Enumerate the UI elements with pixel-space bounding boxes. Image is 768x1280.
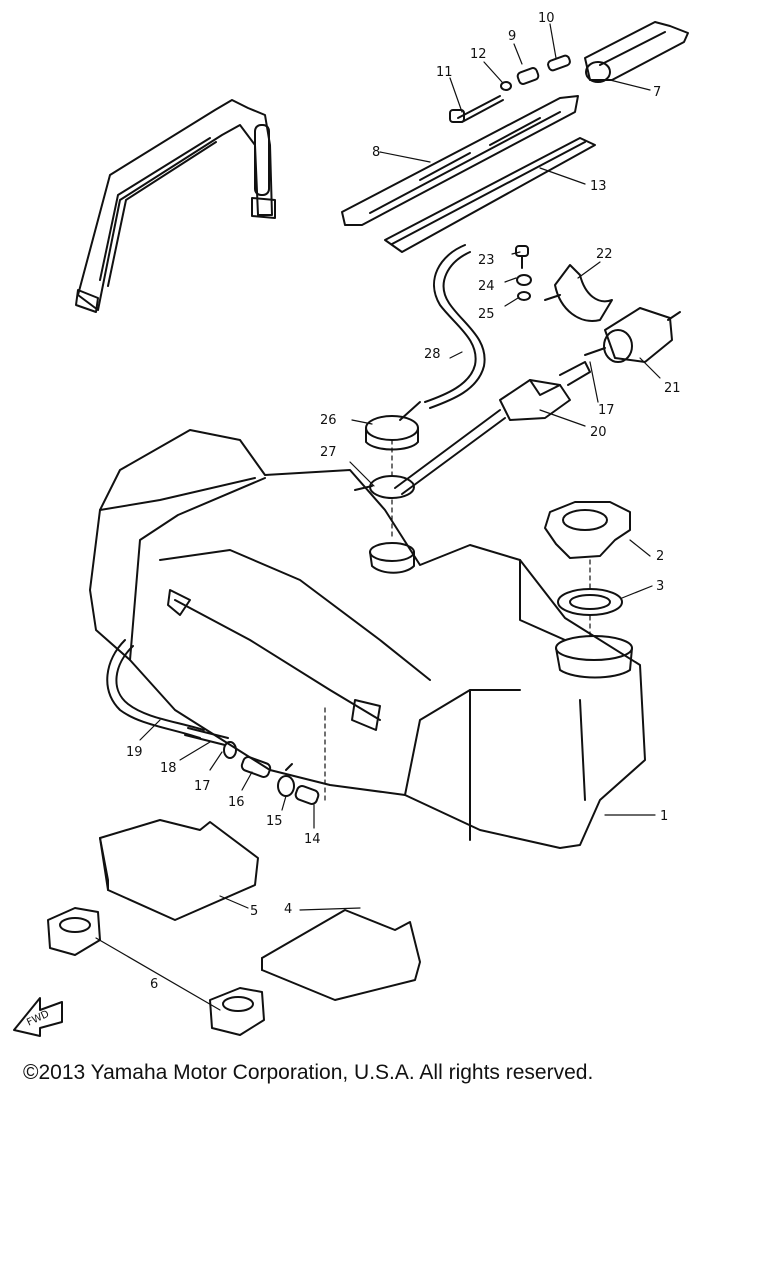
callout-15: 15 <box>266 814 283 829</box>
callout-10: 10 <box>538 11 555 26</box>
strap-7 <box>584 21 689 83</box>
callout-21: 21 <box>664 381 681 396</box>
callout-3: 3 <box>656 579 664 594</box>
bolt-11 <box>449 95 504 123</box>
callout-19: 19 <box>126 745 143 760</box>
callout-5: 5 <box>250 904 258 919</box>
nut-15 <box>277 763 295 797</box>
callout-18: 18 <box>160 761 177 776</box>
callout-17-lower: 17 <box>194 779 211 794</box>
rubber-block-6a <box>47 907 101 956</box>
fuel-filter-21 <box>584 307 681 363</box>
callout-22: 22 <box>596 247 613 262</box>
strap-8 <box>341 95 579 226</box>
callout-12: 12 <box>470 47 487 62</box>
callout-28: 28 <box>424 347 441 362</box>
callout-23: 23 <box>478 253 495 268</box>
callout-1: 1 <box>660 809 668 824</box>
callout-20: 20 <box>590 425 607 440</box>
callout-17-upper: 17 <box>598 403 615 418</box>
bolt-23 <box>515 245 529 269</box>
filler-cap-2 <box>544 501 631 559</box>
clamp-17-lower <box>223 741 237 759</box>
callout-25: 25 <box>478 307 495 322</box>
gasket-3 <box>557 588 623 616</box>
callout-6: 6 <box>150 977 158 992</box>
callout-4: 4 <box>284 902 292 917</box>
fuel-tank-1 <box>89 429 646 849</box>
callout-27: 27 <box>320 445 337 460</box>
vent-hose-19 <box>106 639 205 739</box>
pipe-18 <box>184 727 229 746</box>
collar-9 <box>516 67 540 85</box>
washer-25 <box>517 291 531 301</box>
cap-26 <box>365 401 421 451</box>
forward-arrow-icon <box>13 997 63 1037</box>
pad-5 <box>99 819 259 921</box>
filler-neck <box>555 635 633 679</box>
tank-bracket-left <box>75 99 276 313</box>
callout-8: 8 <box>372 145 380 160</box>
callout-14: 14 <box>304 832 321 847</box>
callout-16: 16 <box>228 795 245 810</box>
rubber-block-6b <box>209 987 265 1036</box>
washer-24 <box>516 274 532 286</box>
callout-9: 9 <box>508 29 516 44</box>
parts-diagram: 1 2 3 4 5 6 7 8 9 10 11 12 13 14 15 16 1… <box>13 11 689 1037</box>
rubber-strip-13 <box>384 137 596 253</box>
gasket-27 <box>354 475 415 499</box>
fitting-16 <box>240 756 272 778</box>
callout-7: 7 <box>653 85 661 100</box>
copyright-notice: ©2013 Yamaha Motor Corporation, U.S.A. A… <box>23 1061 594 1084</box>
leader-lines <box>95 23 661 1011</box>
callout-13: 13 <box>590 179 607 194</box>
hose-28 <box>424 244 486 409</box>
callout-24: 24 <box>478 279 495 294</box>
fuel-pipe <box>394 409 506 495</box>
bolt-10 <box>547 54 571 72</box>
pad-4 <box>261 909 421 1001</box>
washer-12 <box>500 81 512 91</box>
callout-2: 2 <box>656 549 664 564</box>
plug-14 <box>294 785 320 805</box>
callout-26: 26 <box>320 413 337 428</box>
bracket-22 <box>544 264 613 322</box>
tank-top-neck <box>369 542 415 574</box>
callout-11: 11 <box>436 65 453 80</box>
fuel-cock-20 <box>499 361 591 421</box>
